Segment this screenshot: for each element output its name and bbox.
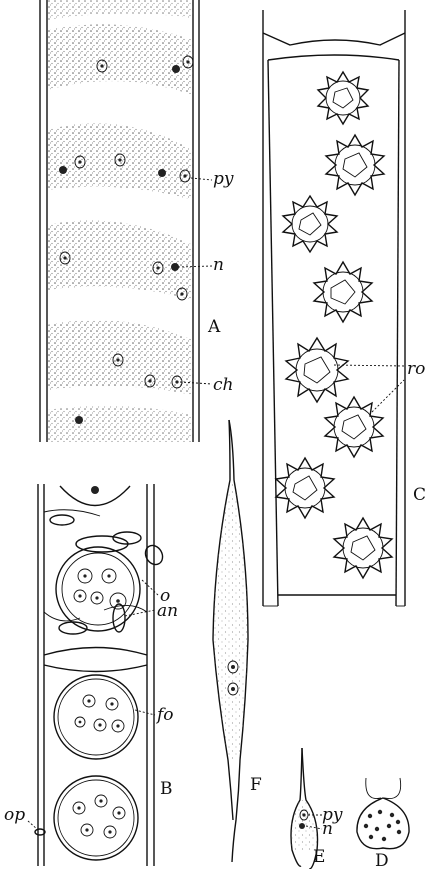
- label-an: an: [157, 601, 178, 621]
- zygospores: [276, 72, 392, 578]
- flagellum: [366, 778, 381, 799]
- zoospore: [357, 798, 409, 849]
- label-n-e: n: [322, 819, 333, 839]
- label-fo: fo: [155, 705, 174, 725]
- zygospore: [276, 458, 334, 518]
- panel-d: D: [357, 778, 409, 869]
- panel-f: F: [213, 420, 262, 862]
- cross-wall: [268, 55, 399, 60]
- cell-wall-right-inner: [396, 60, 399, 606]
- zygospore: [326, 135, 384, 195]
- panel-b: o an fo op B: [4, 484, 178, 866]
- panel-a: py n ch A: [40, 0, 234, 442]
- label-op: op: [4, 805, 25, 825]
- panel-label-e: E: [313, 847, 325, 867]
- panel-c: ro C: [263, 10, 426, 606]
- cross-wall: [44, 648, 147, 656]
- panel-label-b: B: [160, 779, 173, 799]
- cell-body: [213, 480, 248, 760]
- zygospore: [334, 518, 392, 578]
- zygospore: [286, 338, 348, 402]
- fertilized-oospore: [54, 776, 138, 860]
- cross-wall-top: [263, 33, 405, 45]
- fertilized-oospore: [54, 675, 138, 759]
- flagellum: [384, 778, 401, 799]
- zygospore: [325, 397, 383, 457]
- label-ro: ro: [407, 359, 425, 379]
- panel-e: py n E: [291, 748, 343, 869]
- panel-label-f: F: [250, 775, 262, 795]
- label-n-a: n: [213, 255, 224, 275]
- panel-label-c: C: [413, 485, 426, 505]
- label-ch: ch: [213, 375, 233, 395]
- granules: [364, 810, 401, 841]
- label-py-a: py: [213, 169, 234, 189]
- cell-wall-left-inner: [268, 60, 278, 606]
- zygospore: [314, 262, 372, 322]
- zygospore: [318, 72, 368, 124]
- chloroplast-bands: [47, 0, 193, 442]
- panel-label-a: A: [207, 317, 221, 337]
- zygospore: [283, 196, 337, 252]
- panel-label-d: D: [375, 851, 389, 869]
- cross-wall: [44, 665, 147, 672]
